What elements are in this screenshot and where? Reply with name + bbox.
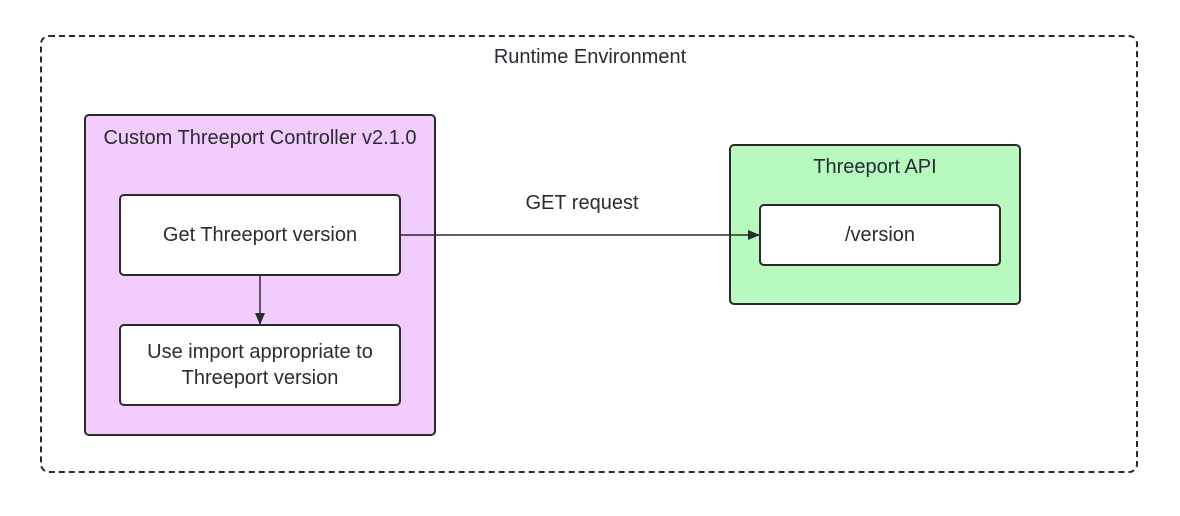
version-endpoint-label: /version (844, 224, 916, 246)
version-endpoint-node[interactable]: /version (759, 204, 1001, 266)
runtime-environment-label: Runtime Environment (493, 46, 687, 68)
get-threeport-version-node[interactable]: Get Threeport version (119, 194, 401, 276)
use-import-node[interactable]: Use import appropriate to Threeport vers… (119, 324, 401, 406)
get-request-edge-label: GET request (525, 192, 639, 214)
get-threeport-version-label: Get Threeport version (162, 224, 358, 246)
runtime-environment-container (40, 35, 1138, 473)
custom-controller-label: Custom Threeport Controller v2.1.0 (103, 127, 417, 149)
threeport-api-label: Threeport API (813, 156, 937, 178)
use-import-label: Use import appropriate to Threeport vers… (147, 341, 373, 389)
